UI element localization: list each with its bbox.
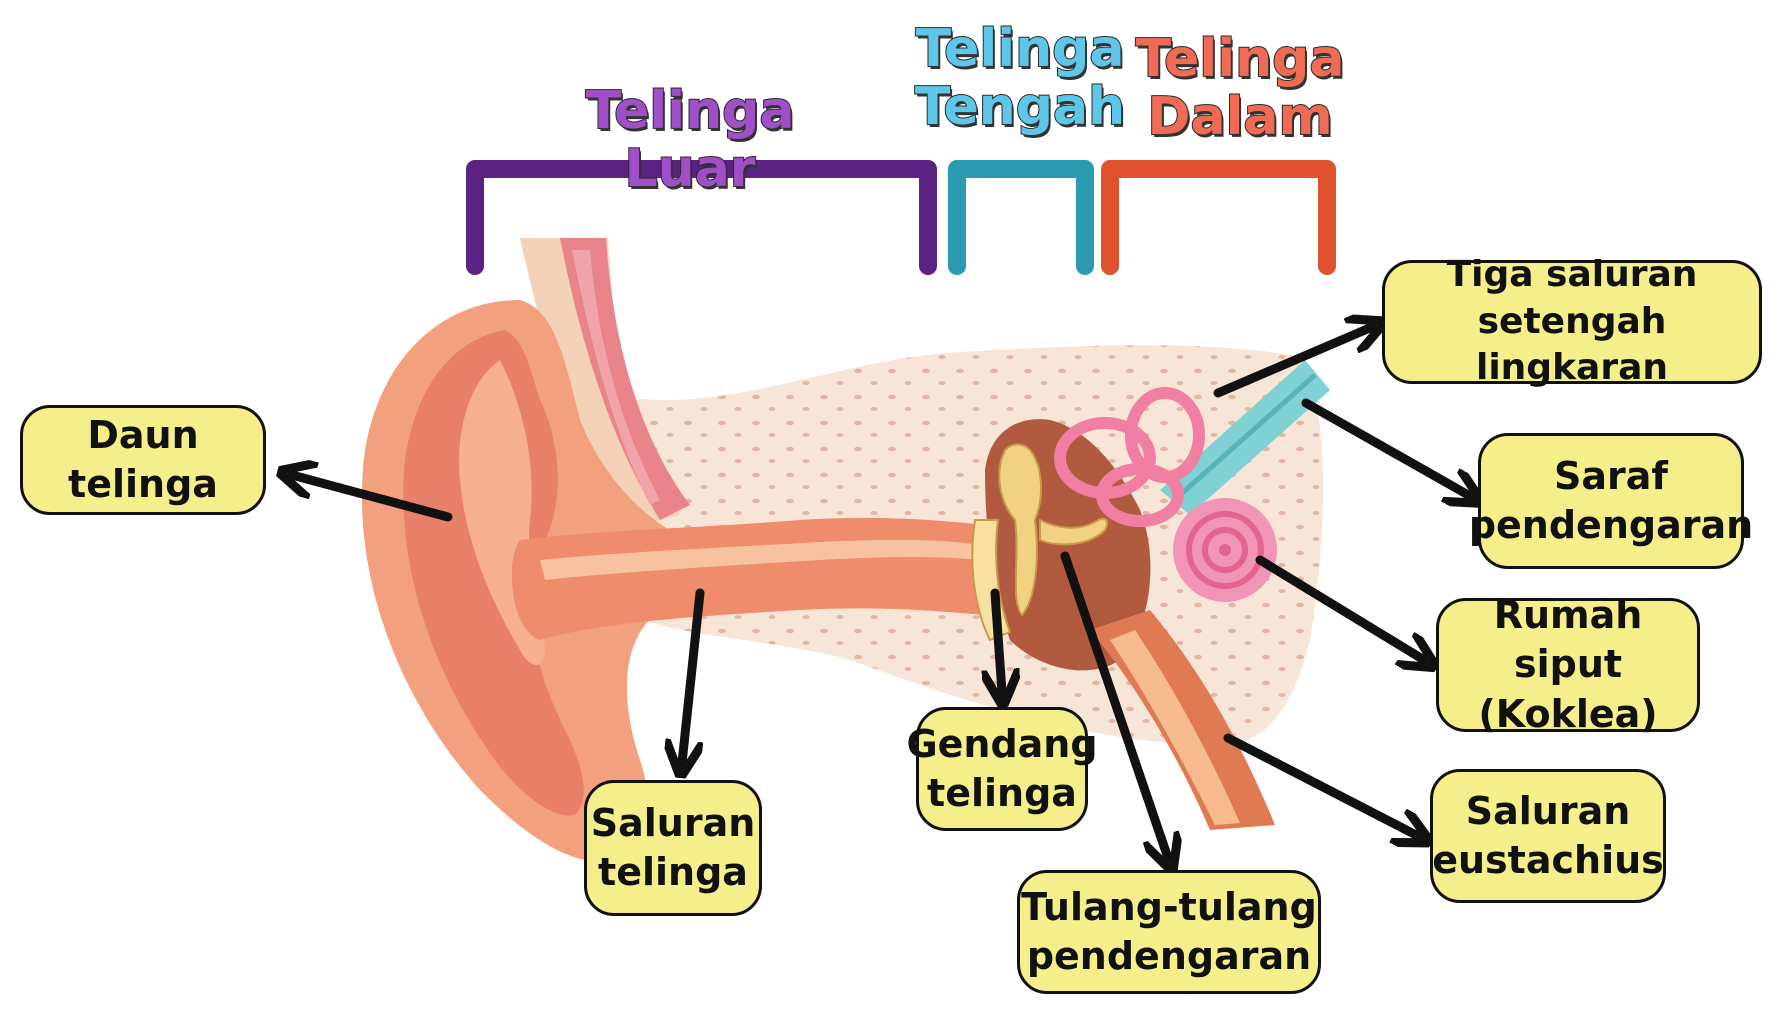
title-telinga-tengah: Telinga Tengah bbox=[900, 19, 1140, 138]
label-rumah-siput-line2: (Koklea) bbox=[1478, 691, 1658, 736]
arrow-tiga-saluran bbox=[1213, 327, 1372, 398]
label-saluran-eustachius: Saluran eustachius bbox=[1430, 769, 1666, 903]
title-telinga-dalam-line2: Dalam bbox=[1146, 87, 1333, 148]
label-tiga-saluran: Tiga saluran setengah lingkaran bbox=[1382, 254, 1762, 388]
title-telinga-dalam: Telinga Dalam bbox=[1120, 29, 1360, 148]
arrow-rumah-siput bbox=[1255, 555, 1424, 660]
label-tulang-pendengaran-line1: Tulang-tulang bbox=[1021, 884, 1317, 929]
auditory-nerve bbox=[1160, 360, 1330, 515]
arrow-saluran-telinga bbox=[682, 588, 705, 763]
label-saluran-telinga-line1: Saluran bbox=[590, 800, 756, 845]
label-gendang-telinga-line2: telinga bbox=[927, 771, 1077, 815]
ear-canal bbox=[511, 517, 985, 640]
label-tiga-saluran-line1: Tiga saluran bbox=[1446, 253, 1698, 295]
inner-ear bbox=[1054, 387, 1277, 602]
title-telinga-tengah-line1: Telinga bbox=[915, 19, 1126, 79]
arrow-gendang-telinga bbox=[995, 588, 1002, 692]
bracket-outer bbox=[466, 160, 937, 275]
eustachian-tube bbox=[1090, 610, 1275, 830]
label-gendang-telinga: Gendang telinga bbox=[906, 707, 1098, 831]
label-saraf-pendengaran: Saraf pendengaran bbox=[1469, 433, 1753, 569]
skin-layer bbox=[520, 238, 690, 530]
label-daun-telinga-text: Daun telinga bbox=[68, 412, 218, 506]
arrow-saraf-pendengaran bbox=[1301, 398, 1470, 496]
title-telinga-dalam-line1: Telinga bbox=[1135, 29, 1346, 89]
arrow-tulang-pendengaran bbox=[1060, 551, 1168, 858]
label-saluran-eustachius-line1: Saluran bbox=[1465, 788, 1631, 833]
arrow-daun-telinga bbox=[292, 475, 453, 522]
label-tiga-saluran-line2: setengah lingkaran bbox=[1476, 300, 1668, 389]
label-gendang-telinga-line1: Gendang bbox=[906, 721, 1098, 766]
label-rumah-siput-line1: Rumah siput bbox=[1493, 592, 1643, 687]
label-rumah-siput: Rumah siput (Koklea) bbox=[1436, 593, 1700, 736]
bracket-inner bbox=[1101, 160, 1336, 275]
label-daun-telinga: Daun telinga bbox=[20, 405, 266, 515]
label-saraf-pendengaran-line2: pendengaran bbox=[1468, 503, 1754, 547]
arrow-saluran-eustachius bbox=[1223, 733, 1418, 836]
label-saluran-eustachius-line2: eustachius bbox=[1432, 838, 1664, 882]
label-tulang-pendengaran-line2: pendengaran bbox=[1026, 934, 1312, 978]
label-saraf-pendengaran-line1: Saraf bbox=[1554, 453, 1668, 498]
label-saluran-telinga: Saluran telinga bbox=[584, 780, 762, 916]
label-saluran-telinga-line2: telinga bbox=[598, 850, 748, 894]
title-telinga-luar: Telinga Luar bbox=[585, 81, 796, 200]
title-telinga-tengah-line2: Tengah bbox=[914, 77, 1126, 138]
label-tulang-pendengaran: Tulang-tulang pendengaran bbox=[1017, 870, 1321, 994]
bracket-middle bbox=[948, 160, 1094, 275]
